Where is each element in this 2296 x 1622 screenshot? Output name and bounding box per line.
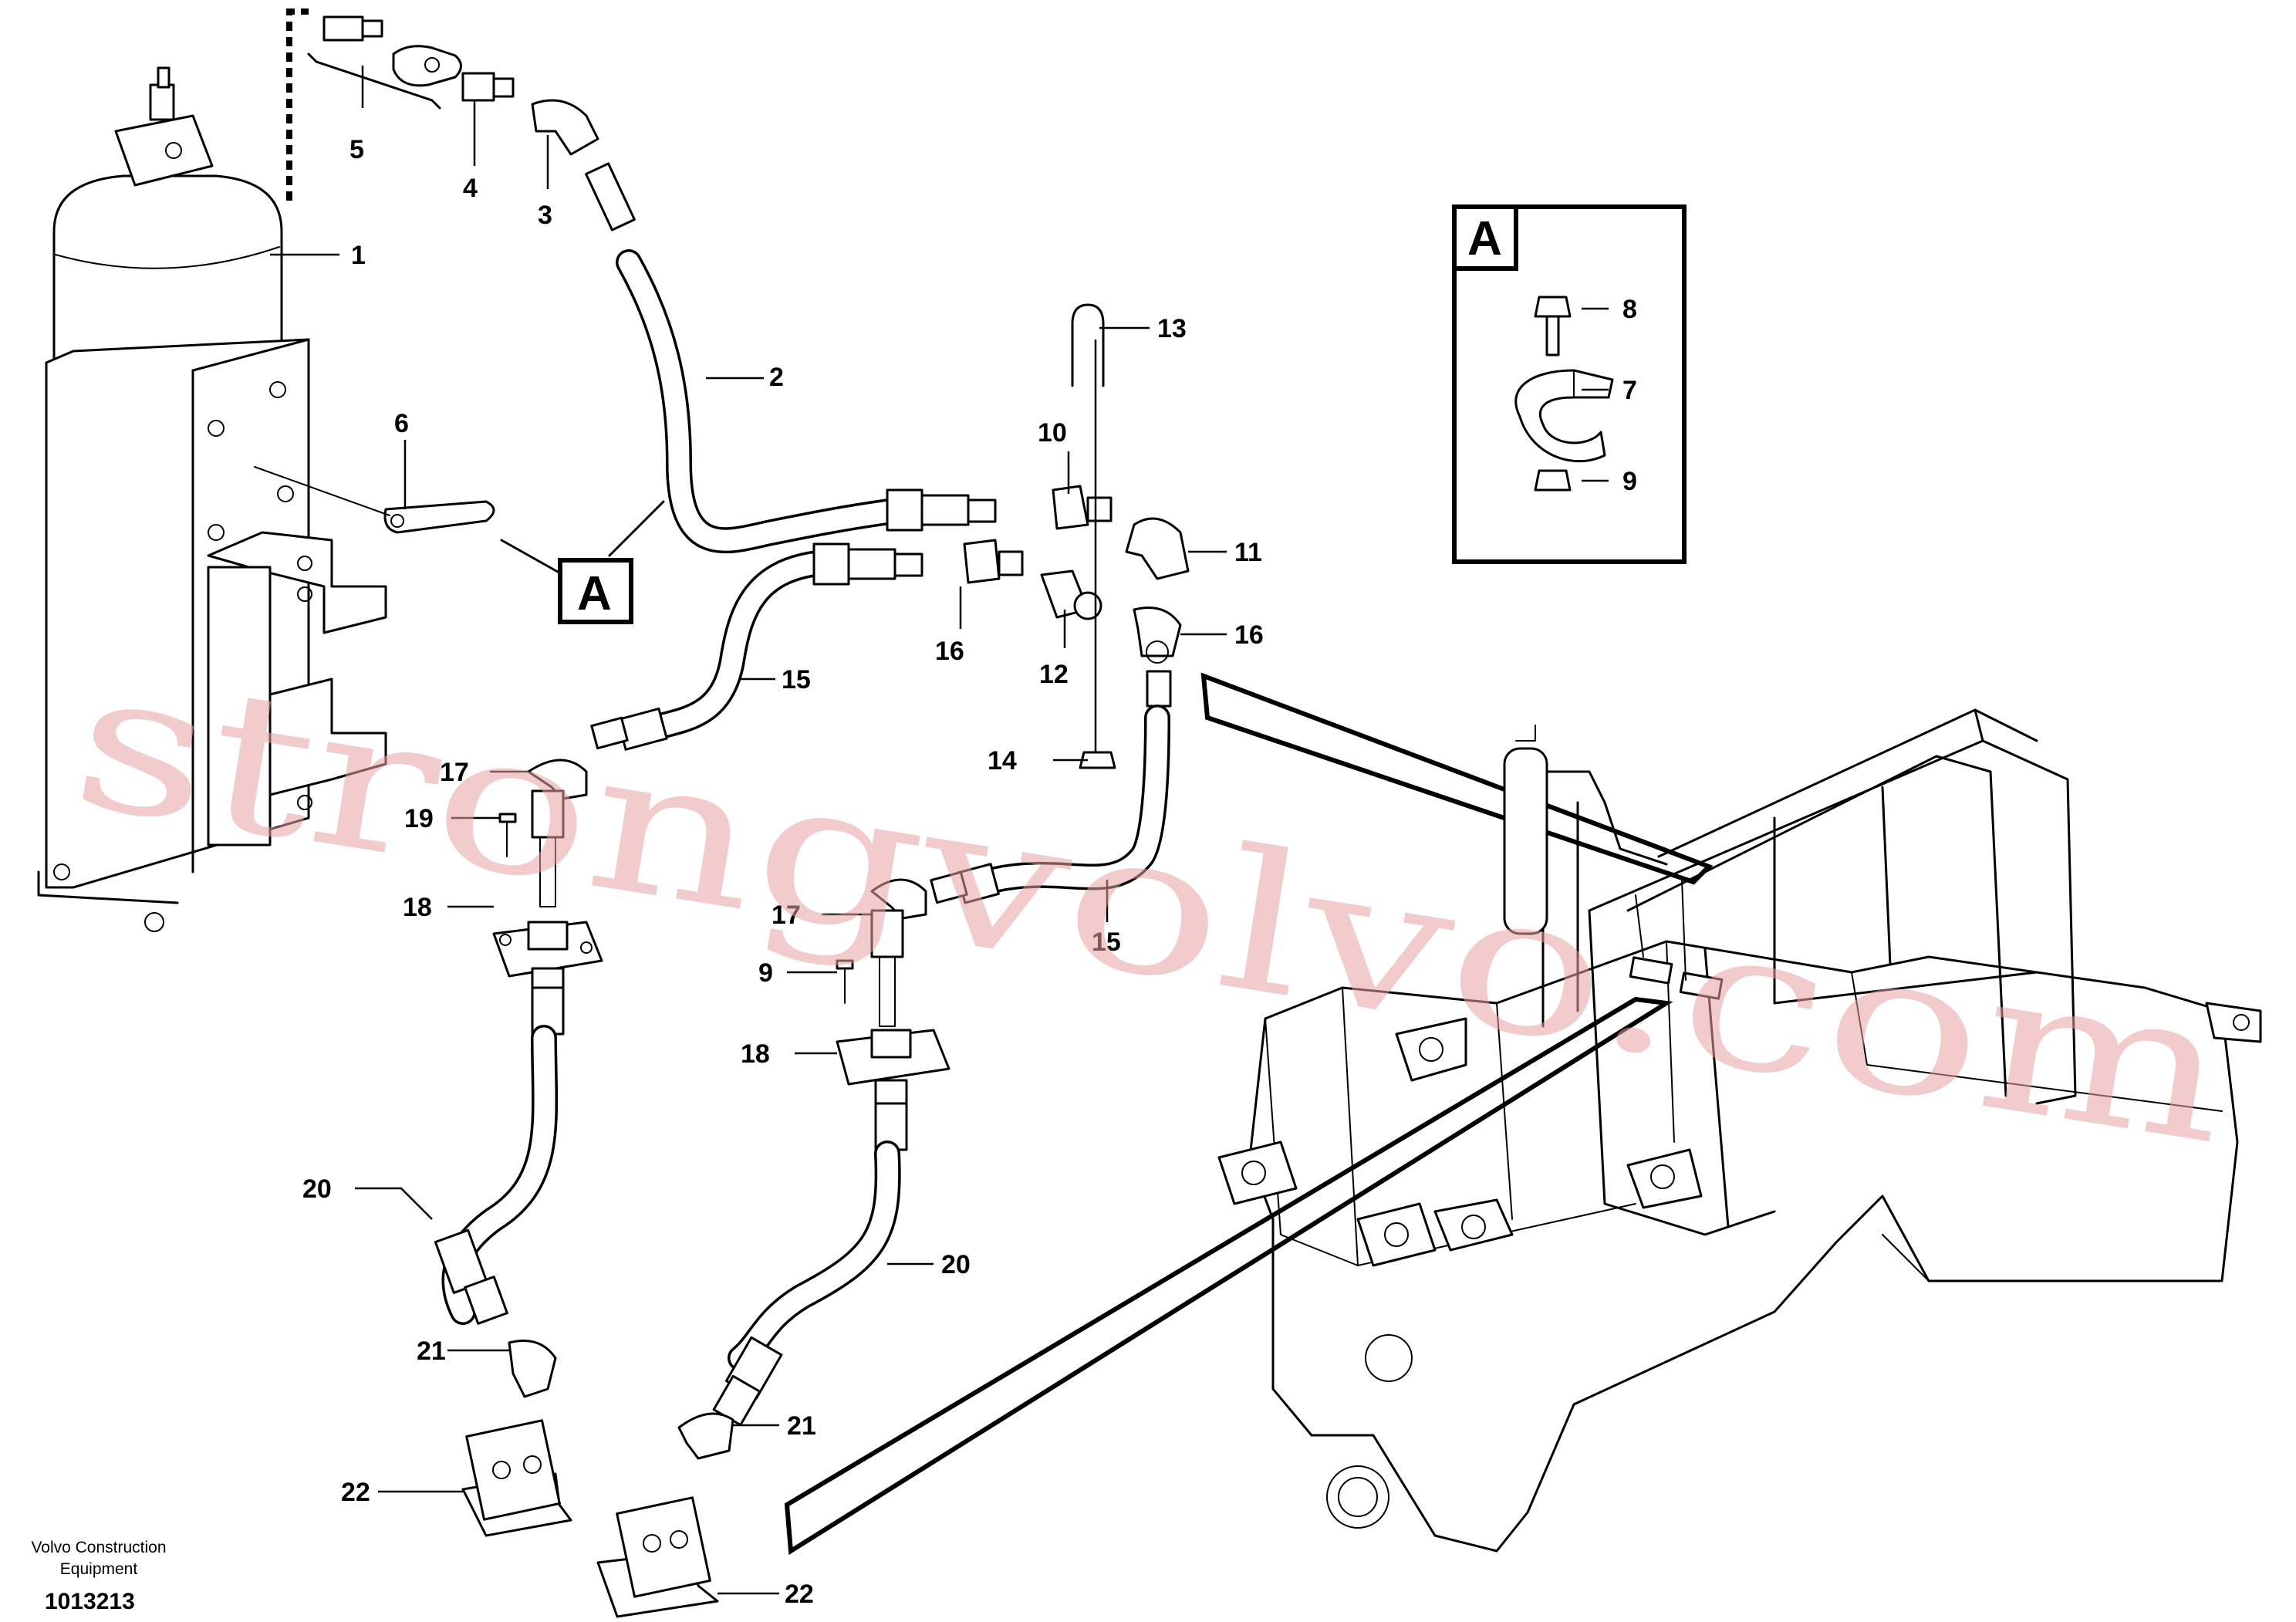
callout-20-right: 20: [941, 1250, 971, 1279]
callout-5: 5: [349, 135, 364, 164]
callout-21-left: 21: [417, 1336, 446, 1366]
callout-17-left: 17: [440, 758, 469, 787]
callout-4: 4: [463, 174, 478, 203]
callout-15-lower: 15: [1092, 928, 1121, 957]
callout-9-detail: 9: [1622, 467, 1637, 496]
clip-6: [254, 466, 495, 534]
callout-3: 3: [538, 201, 552, 230]
detail-view-a: [1452, 204, 1687, 564]
callout-8: 8: [1622, 295, 1637, 324]
callout-14: 14: [988, 746, 1017, 776]
callout-18-right: 18: [741, 1039, 770, 1069]
callout-21-right: 21: [787, 1411, 816, 1441]
callout-19: 19: [404, 804, 434, 833]
company-name-line1: Volvo Construction: [31, 1539, 166, 1556]
cylinder-assembly: [37, 66, 387, 932]
callout-1: 1: [351, 241, 366, 270]
right-lower-line: [596, 878, 950, 1618]
leader-lines: [270, 66, 1609, 1595]
top-fittings: [307, 15, 599, 156]
callout-22-left: 22: [341, 1478, 370, 1507]
callout-2: 2: [769, 363, 784, 392]
reference-a-box: [558, 558, 633, 624]
callout-7: 7: [1622, 376, 1637, 405]
callout-labels: 1 2 3 4 5 6 7 8 9 10 11 12 13 14 15 15 1…: [302, 135, 1637, 1609]
detail-pointer: [500, 500, 665, 576]
callout-12: 12: [1039, 660, 1069, 689]
footer: Volvo Construction Equipment 1013213: [31, 1539, 166, 1614]
callout-16-right: 16: [1234, 620, 1264, 650]
callout-15-upper: 15: [782, 665, 811, 694]
hose-15-lower: [930, 670, 1172, 904]
callout-10: 10: [1038, 418, 1067, 448]
callout-22-right: 22: [785, 1580, 814, 1609]
drawing-number: 1013213: [45, 1589, 135, 1614]
reference-letter: A: [577, 567, 612, 620]
callout-11: 11: [1234, 538, 1262, 567]
machine-frame: [784, 672, 2262, 1556]
company-name-line2: Equipment: [60, 1560, 138, 1578]
hose-2: [585, 162, 997, 554]
callout-18-left: 18: [403, 893, 432, 922]
callout-20-left: 20: [302, 1174, 332, 1204]
callout-9-lower: 9: [758, 958, 773, 988]
callout-17-right: 17: [772, 901, 801, 930]
left-lower-line: [434, 759, 603, 1537]
callout-13: 13: [1157, 314, 1187, 343]
tee-fittings: [963, 485, 1190, 664]
hose-15-upper: [590, 542, 923, 751]
detail-view-letter: A: [1467, 212, 1502, 265]
u-bolt-13: [1071, 303, 1116, 769]
callout-6: 6: [394, 409, 409, 438]
callout-16-left: 16: [935, 637, 964, 666]
dashed-connection-line: [286, 8, 309, 201]
